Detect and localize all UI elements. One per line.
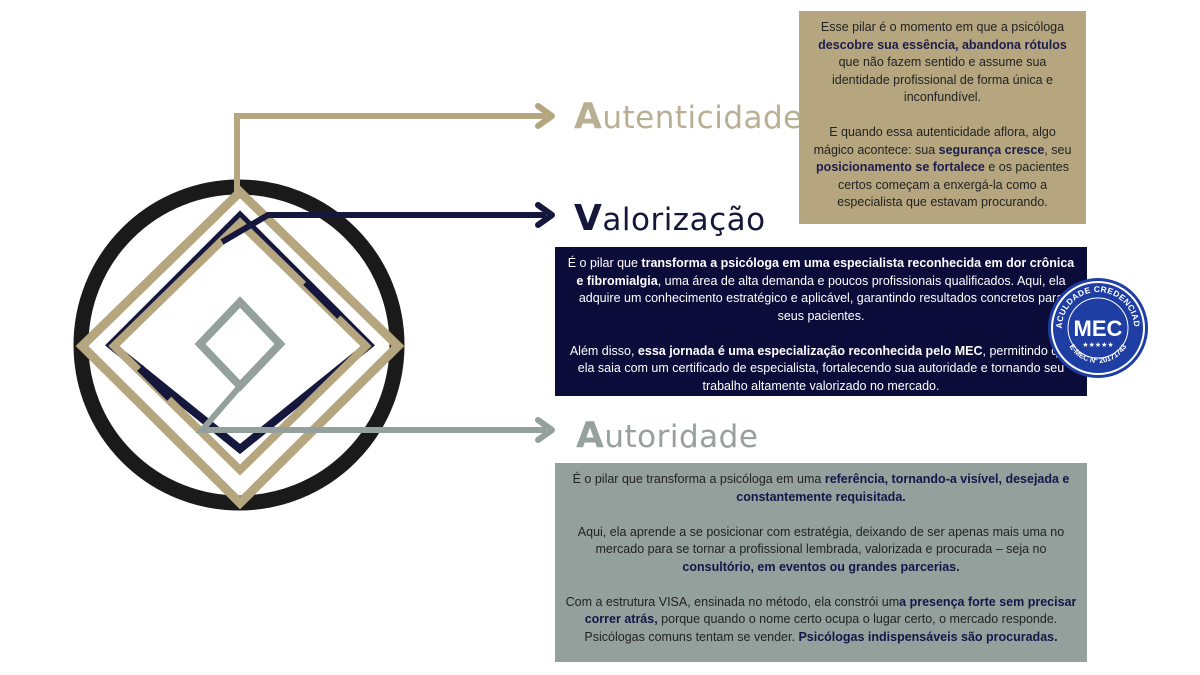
body-text: , seu (1044, 142, 1072, 157)
seal-stars: ★★★★★ (1082, 341, 1113, 349)
title-autoridade-rest: utoridade (604, 419, 759, 455)
navy-weave-segment (303, 279, 343, 319)
description-paragraph: É o pilar que transforma a psicóloga em … (565, 471, 1077, 506)
title-valorizacao: Valorização (574, 198, 766, 239)
seal-mec-text: MEC (1074, 316, 1123, 341)
arrowhead-autoridade (535, 417, 555, 443)
emphasis-text: consultório, em eventos ou grandes parce… (682, 559, 960, 574)
description-paragraph: Além disso, essa jornada é uma especiali… (565, 343, 1077, 396)
title-autenticidade-initial: A (574, 96, 603, 137)
body-text: É o pilar que (567, 256, 642, 270)
emphasis-text: essa jornada é uma especialização reconh… (637, 343, 983, 358)
seal-inner-ring (1067, 297, 1129, 359)
description-paragraph: E quando essa autenticidade aflora, algo… (809, 124, 1076, 212)
body-text: porque quando o nome certo ocupa o lugar… (584, 612, 1058, 644)
description-paragraph: É o pilar que transforma a psicóloga em … (565, 255, 1077, 325)
body-text: Com a estrutura VISA, ensinada no método… (565, 594, 900, 609)
emphasis-text: transforma a psicóloga em uma especialis… (576, 256, 1075, 288)
body-text: , uma área de alta demanda e poucos prof… (578, 273, 1066, 323)
navy-weave-segment-2 (137, 365, 173, 401)
seal-white-ring (1051, 281, 1145, 375)
title-valorizacao-rest: alorização (602, 202, 766, 238)
mec-accreditation-seal: FACULDADE CREDENCIADA MEC ★★★★★ E-MEC Nº… (1046, 276, 1148, 378)
emphasis-text: referência, tornando-a visível, desejada… (736, 472, 1070, 504)
title-autenticidade: Autenticidade (574, 96, 803, 137)
title-autenticidade-rest: utenticidade (602, 100, 803, 136)
body-text: Esse pilar é o momento em que a psicólog… (820, 20, 1065, 34)
arrowhead-valorizacao (535, 202, 555, 228)
description-box-autoridade: É o pilar que transforma a psicóloga em … (555, 463, 1087, 662)
title-autoridade-initial: A (576, 415, 605, 456)
body-text: Além disso, (569, 343, 638, 358)
connector-valorizacao (220, 212, 546, 245)
description-paragraph: Aqui, ela aprende a se posicionar com es… (565, 524, 1077, 577)
body-text: e os pacientes certos começam a enxergá-… (837, 160, 1069, 209)
emphasis-text: a presença forte sem precisar correr atr… (584, 594, 1077, 627)
emphasis-text: descobre sua essência, abandona rótulos (818, 37, 1067, 52)
arrowhead-autenticidade (535, 103, 555, 129)
description-box-autenticidade: Esse pilar é o momento em que a psicólog… (799, 11, 1086, 224)
description-box-valorizacao: É o pilar que transforma a psicóloga em … (555, 247, 1087, 396)
seal-outer-disc (1048, 278, 1148, 378)
body-text: Aqui, ela aprende a se posicionar com es… (577, 524, 1065, 557)
title-autoridade: Autoridade (576, 415, 758, 456)
title-valorizacao-initial: V (574, 198, 603, 239)
body-text: , permitindo que ela saia com um certifi… (577, 343, 1073, 393)
sage-diamond (194, 296, 286, 392)
description-paragraph: Com a estrutura VISA, ensinada no método… (565, 594, 1077, 647)
emphasis-text: posicionamento se fortalece (816, 160, 985, 174)
gold-diamond-outer (75, 185, 405, 510)
emphasis-text: segurança cresce (938, 142, 1045, 157)
connector-autoridade (195, 382, 546, 433)
connector-autenticidade (234, 113, 546, 192)
body-text: E quando essa autenticidade aflora, algo… (813, 125, 1056, 157)
body-text: É o pilar que transforma a psicóloga em … (572, 472, 825, 486)
emphasis-text: Psicólogas indispensáveis são procuradas… (798, 629, 1058, 644)
body-text: que não fazem sentido e assume sua ident… (832, 55, 1053, 104)
description-paragraph: Esse pilar é o momento em que a psicólog… (809, 19, 1076, 107)
